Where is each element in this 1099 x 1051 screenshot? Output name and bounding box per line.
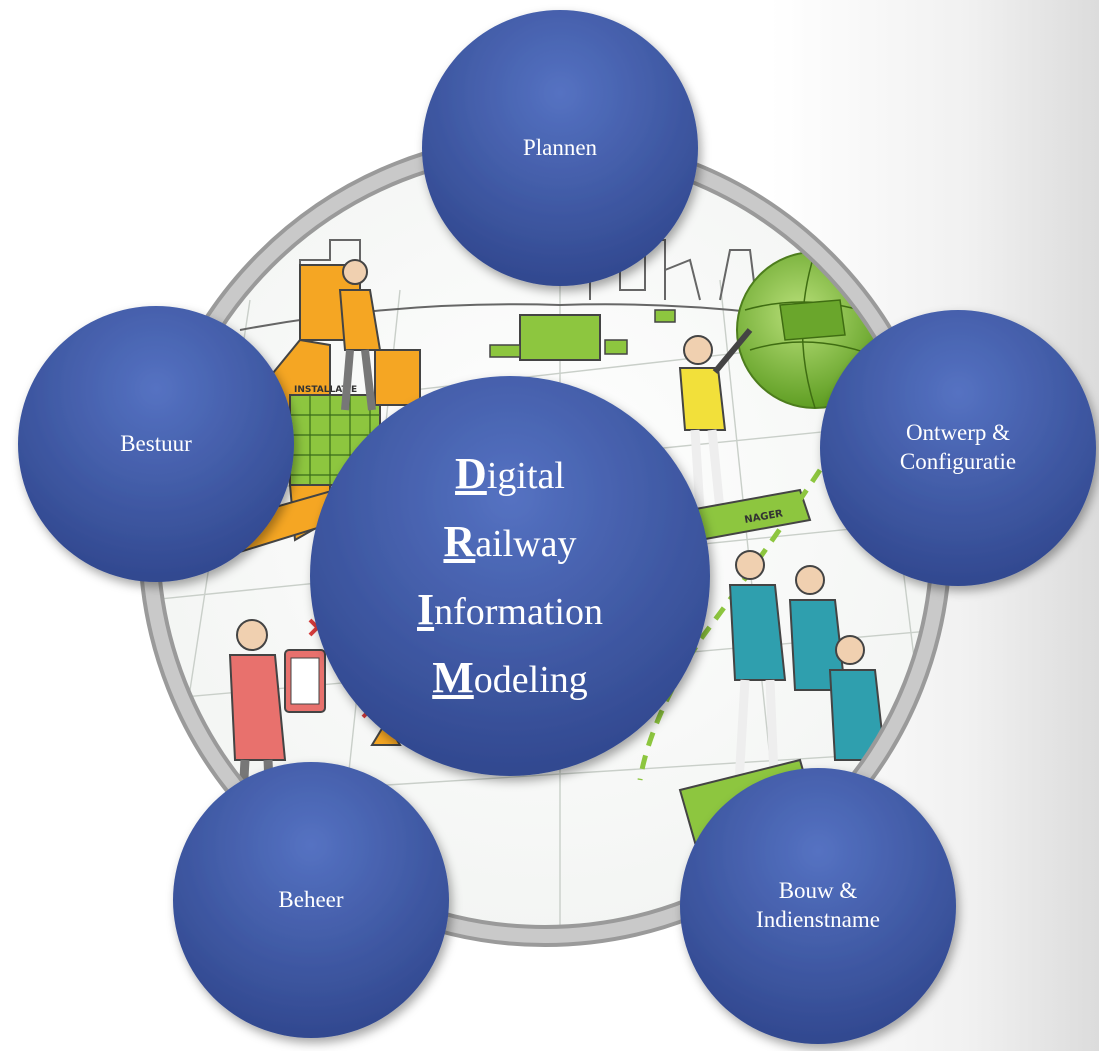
drim-acronym: Digital Railway Information Modeling [360, 376, 660, 776]
acronym-line-railway: Railway [443, 516, 577, 566]
person-manager: NAGER [678, 328, 812, 542]
node-beheer [173, 762, 449, 1038]
node-ontwerp-configuratie-label: Ontwerp & Configuratie [899, 420, 1017, 474]
node-bouw-indienstname [680, 768, 956, 1044]
node-bestuur [18, 306, 294, 582]
node-ontwerp-configuratie [820, 310, 1096, 586]
node-plannen [422, 10, 698, 286]
node-center-drim [310, 376, 710, 776]
acronym-line-information: Information [417, 585, 603, 634]
node-bestuur-label: Bestuur [120, 430, 192, 456]
dashed-route [637, 468, 823, 781]
node-bouw-indienstname-label: Bouw & Indienstname [756, 878, 880, 932]
installatie-label: INSTALLATIE [294, 385, 357, 395]
acronym-line-digital: Digital [455, 448, 565, 498]
person-inspector [228, 619, 326, 851]
person-installer [338, 259, 382, 411]
node-beheer-label: Beheer [278, 886, 344, 912]
node-plannen-label: Plannen [522, 134, 598, 160]
acronym-line-modeling: Modeling [432, 653, 588, 703]
green-models [489, 309, 676, 361]
